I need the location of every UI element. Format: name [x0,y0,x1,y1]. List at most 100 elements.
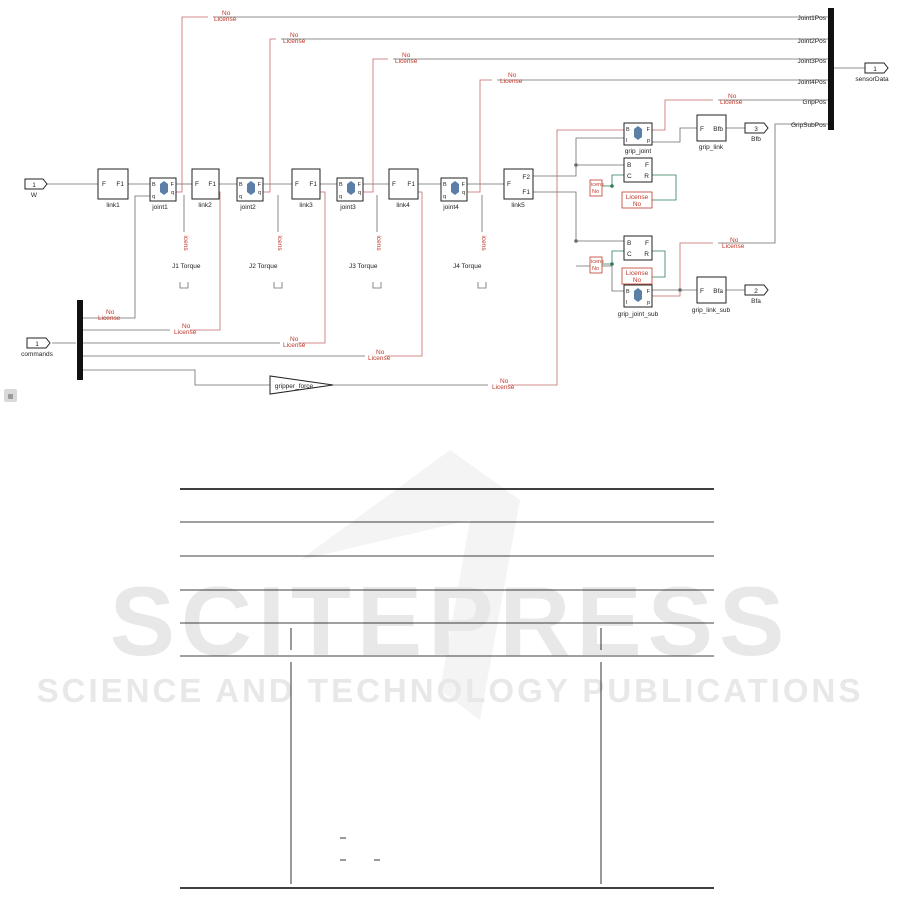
constraint-block-bottom[interactable]: B F C R [623,235,653,261]
bus-signal-joint4pos: Joint4Pos [797,79,826,86]
j3-torque-label: J3 Torque [349,263,378,270]
joint3-port-b: B [339,182,343,188]
joint2-port-f: F [258,182,262,188]
bus-signal-joint3pos: Joint3Pos [797,58,826,65]
license-no: No [728,93,737,100]
inport-w-label: W [31,192,38,199]
outport-sensor-label: sensorData [855,76,889,83]
j3-torque[interactable]: icens J3 Torque [349,235,382,289]
joint1-port-q: q [152,194,155,200]
joint-icon [347,181,355,195]
outport-bfa[interactable]: 2 Bfa [744,284,769,305]
inport-commands-number: 1 [35,341,39,348]
grip-link-label: grip_link [699,144,724,151]
constraint-block-top[interactable]: B F C R [623,157,653,183]
license-word: License [368,355,391,362]
inport-commands[interactable]: 1 commands [21,337,54,358]
grip-link-sub-port-f: F [700,288,704,295]
joint4-label: joint4 [442,204,459,211]
outport-bfb-label: Bfb [751,136,761,143]
grip-joint-block[interactable]: B F I p grip_joint [623,122,653,155]
outport-bfb[interactable]: 3 Bfb [744,122,769,143]
constraint-bottom-port-f: F [645,240,649,247]
link5-port-f2: F2 [522,174,530,181]
grip-joint-sub-block[interactable]: B F I p grip_joint_sub [618,284,659,318]
bus-creator-sensor[interactable] [828,8,834,130]
license-box-large-b: No [633,277,642,284]
j1-torque[interactable]: icens J1 Torque [172,235,201,289]
link1-port-f1: F1 [116,181,124,188]
license-no: No [500,378,509,385]
grip-joint-sub-port-i: I [626,300,628,306]
gripper-force-label: gripper_force [275,383,314,390]
j2-torque[interactable]: icens J2 Torque [249,235,283,289]
license-box-small-bottom[interactable]: icens No [589,256,604,274]
license-lines [176,16,713,386]
license-box-large-a: License [626,194,649,201]
link5-port-f: F [507,181,511,188]
grip-link-block[interactable]: F Bfb grip_link [696,114,727,151]
license-word: License [174,329,197,336]
link5-block[interactable]: F F2 F1 link5 [503,168,534,209]
link4-port-f1: F1 [407,181,415,188]
grip-link-sub-block[interactable]: F Bfa grip_link_sub [692,276,731,314]
joint2-block[interactable]: B F q q joint2 [236,177,264,211]
j2-vertical-license: icens [276,235,283,251]
license-box-small-top[interactable]: icens No [589,179,604,197]
bus-creator-commands[interactable] [77,300,83,380]
constraint-bottom-port-c: C [627,251,632,258]
license-box-large-top[interactable]: License No [621,191,653,209]
license-word: License [98,315,121,322]
grip-joint-label: grip_joint [625,148,652,155]
no-license-marker: No License [395,52,418,65]
license-word: License [720,99,743,106]
license-word: License [722,243,745,250]
no-license-marker: No License [174,323,197,336]
no-license-marker: No License [368,349,391,362]
link3-block[interactable]: F F1 link3 [291,168,321,209]
joint-icon [160,181,168,195]
grip-link-sub-label: grip_link_sub [692,307,731,314]
joint2-port-b: B [239,182,243,188]
joint4-block[interactable]: B F q q joint4 [440,177,468,211]
gripper-force-gain[interactable]: gripper_force [269,375,334,395]
joint-icon [247,181,255,195]
grip-joint-port-f: F [647,127,651,133]
grip-link-port-bfb: Bfb [713,126,723,133]
grip-link-port-f: F [700,126,704,133]
torque-terminators: icens J1 Torque icens J2 Torque icens J3… [172,235,487,289]
bus-signal-joint2pos: Joint2Pos [797,38,826,45]
link4-block[interactable]: F F1 link4 [388,168,419,209]
license-no: No [106,309,115,316]
joint1-block[interactable]: B F q q joint1 [149,177,177,211]
license-no: No [290,32,299,39]
license-box-large-a: License [626,270,649,277]
inport-w[interactable]: 1 W [24,178,48,199]
outport-sensor-data[interactable]: 1 sensorData [855,62,889,83]
link2-block[interactable]: F F1 link2 [191,168,220,209]
j4-torque[interactable]: icens J4 Torque [453,235,487,289]
grip-link-sub-port-bfa: Bfa [713,288,723,295]
constraint-top-port-f: F [645,162,649,169]
bus-signal-labels: Joint1Pos Joint2Pos Joint3Pos Joint4Pos … [791,15,827,129]
license-box-large-bottom[interactable]: License No [621,267,653,285]
j2-torque-label: J2 Torque [249,263,278,270]
license-box-b: No [592,266,599,272]
simulink-canvas[interactable]: 1 W 1 commands 1 sensorData 3 Bfb 2 Bfa … [0,0,901,405]
j4-torque-label: J4 Torque [453,263,482,270]
license-no: No [508,72,517,79]
joint1-port-f: F [171,182,175,188]
joint1-label: joint1 [151,204,168,211]
joint3-port-q: q [339,194,342,200]
lock-icon[interactable] [4,389,17,402]
joint3-block[interactable]: B F q q joint3 [336,177,364,211]
license-word: License [283,342,306,349]
license-word: License [492,384,515,391]
link2-port-f1: F1 [208,181,216,188]
bus-signal-grippos: GripPos [803,99,827,106]
constraint-top-port-b: B [627,162,631,169]
j1-vertical-license: icens [182,235,189,251]
license-box-large-b: No [633,201,642,208]
license-word: License [500,78,523,85]
link1-block[interactable]: F F1 link1 [97,168,129,209]
